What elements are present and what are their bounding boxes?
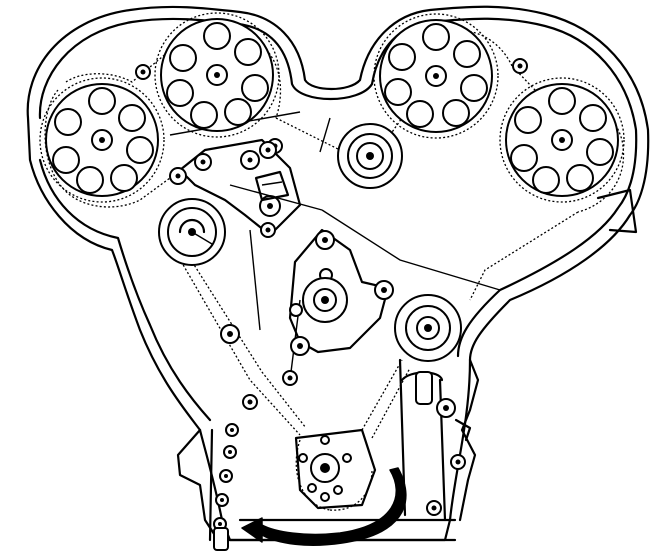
camshaft-sprocket-right-inner	[373, 13, 499, 139]
camshaft-sprocket-right-outer	[499, 77, 625, 203]
camshaft-sprocket-left-outer	[39, 77, 165, 203]
engine-front-cover	[26, 5, 650, 542]
tensioner-bracket	[169, 138, 302, 238]
crankshaft-sprocket	[294, 428, 377, 510]
camshaft-sprocket-left-inner	[154, 12, 280, 138]
belt-idler-pulley-right	[394, 294, 462, 362]
belt-idler-pulley-top	[337, 123, 403, 189]
belt-tensioner-left	[158, 198, 226, 266]
cover-bolts-lower	[213, 324, 466, 551]
rotation-direction-arrow	[241, 467, 407, 546]
water-pump-pulley	[288, 228, 394, 356]
